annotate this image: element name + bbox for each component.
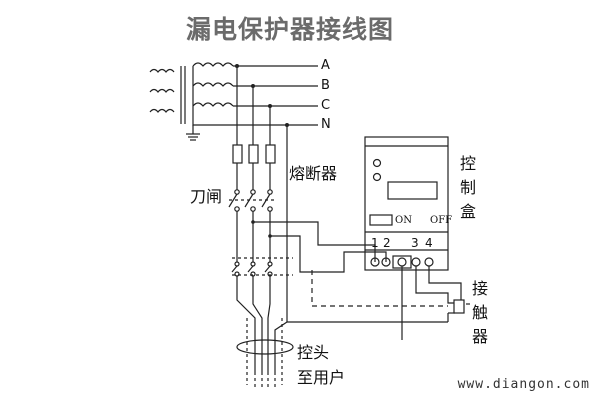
knife-switch-symbol <box>228 189 275 212</box>
phase-label-n: N <box>321 117 331 132</box>
terminal-3-label: 3 <box>411 236 419 250</box>
knife-switch-label: 刀闸 <box>190 187 223 206</box>
contactor-dashed-link <box>311 270 448 307</box>
cable-feed-lines <box>236 276 288 388</box>
transformer-primary-coils <box>149 68 175 113</box>
contactor-main-contacts <box>231 257 293 277</box>
fuse-symbols <box>232 144 276 164</box>
on-label: ON <box>395 215 412 226</box>
off-label: OFF <box>430 215 453 226</box>
terminal-2-label: 2 <box>383 236 391 250</box>
transformer-secondary-coils <box>192 62 234 107</box>
terminal-1-label: 1 <box>371 236 379 250</box>
control-box <box>364 136 449 271</box>
phase-label-b: B <box>321 78 330 93</box>
contactor-label: 接触器 <box>471 279 488 346</box>
bus-junction-dots <box>235 64 289 127</box>
phase-drop-lines <box>236 66 271 190</box>
diagram-title: 漏电保护器接线图 <box>186 15 395 44</box>
transformer-core <box>180 66 186 124</box>
phase-label-c: C <box>321 98 331 113</box>
lower-phase-lines <box>236 125 288 322</box>
phase-bus-lines <box>233 65 318 126</box>
terminal-4-label: 4 <box>425 236 433 250</box>
probe-ring <box>236 339 294 355</box>
neutral-star-line <box>192 66 287 126</box>
to-user-label: 至用户 <box>297 368 346 387</box>
fuse-label: 熔断器 <box>289 164 338 183</box>
control-box-feed-lines <box>251 220 387 273</box>
probe-label: 控头 <box>297 343 330 362</box>
phase-label-a: A <box>321 58 330 73</box>
contactor-wiring <box>287 266 470 340</box>
watermark-url: www.diangon.com <box>457 377 590 392</box>
control-box-label: 控制盒 <box>459 154 476 221</box>
ground-symbol <box>186 133 200 141</box>
